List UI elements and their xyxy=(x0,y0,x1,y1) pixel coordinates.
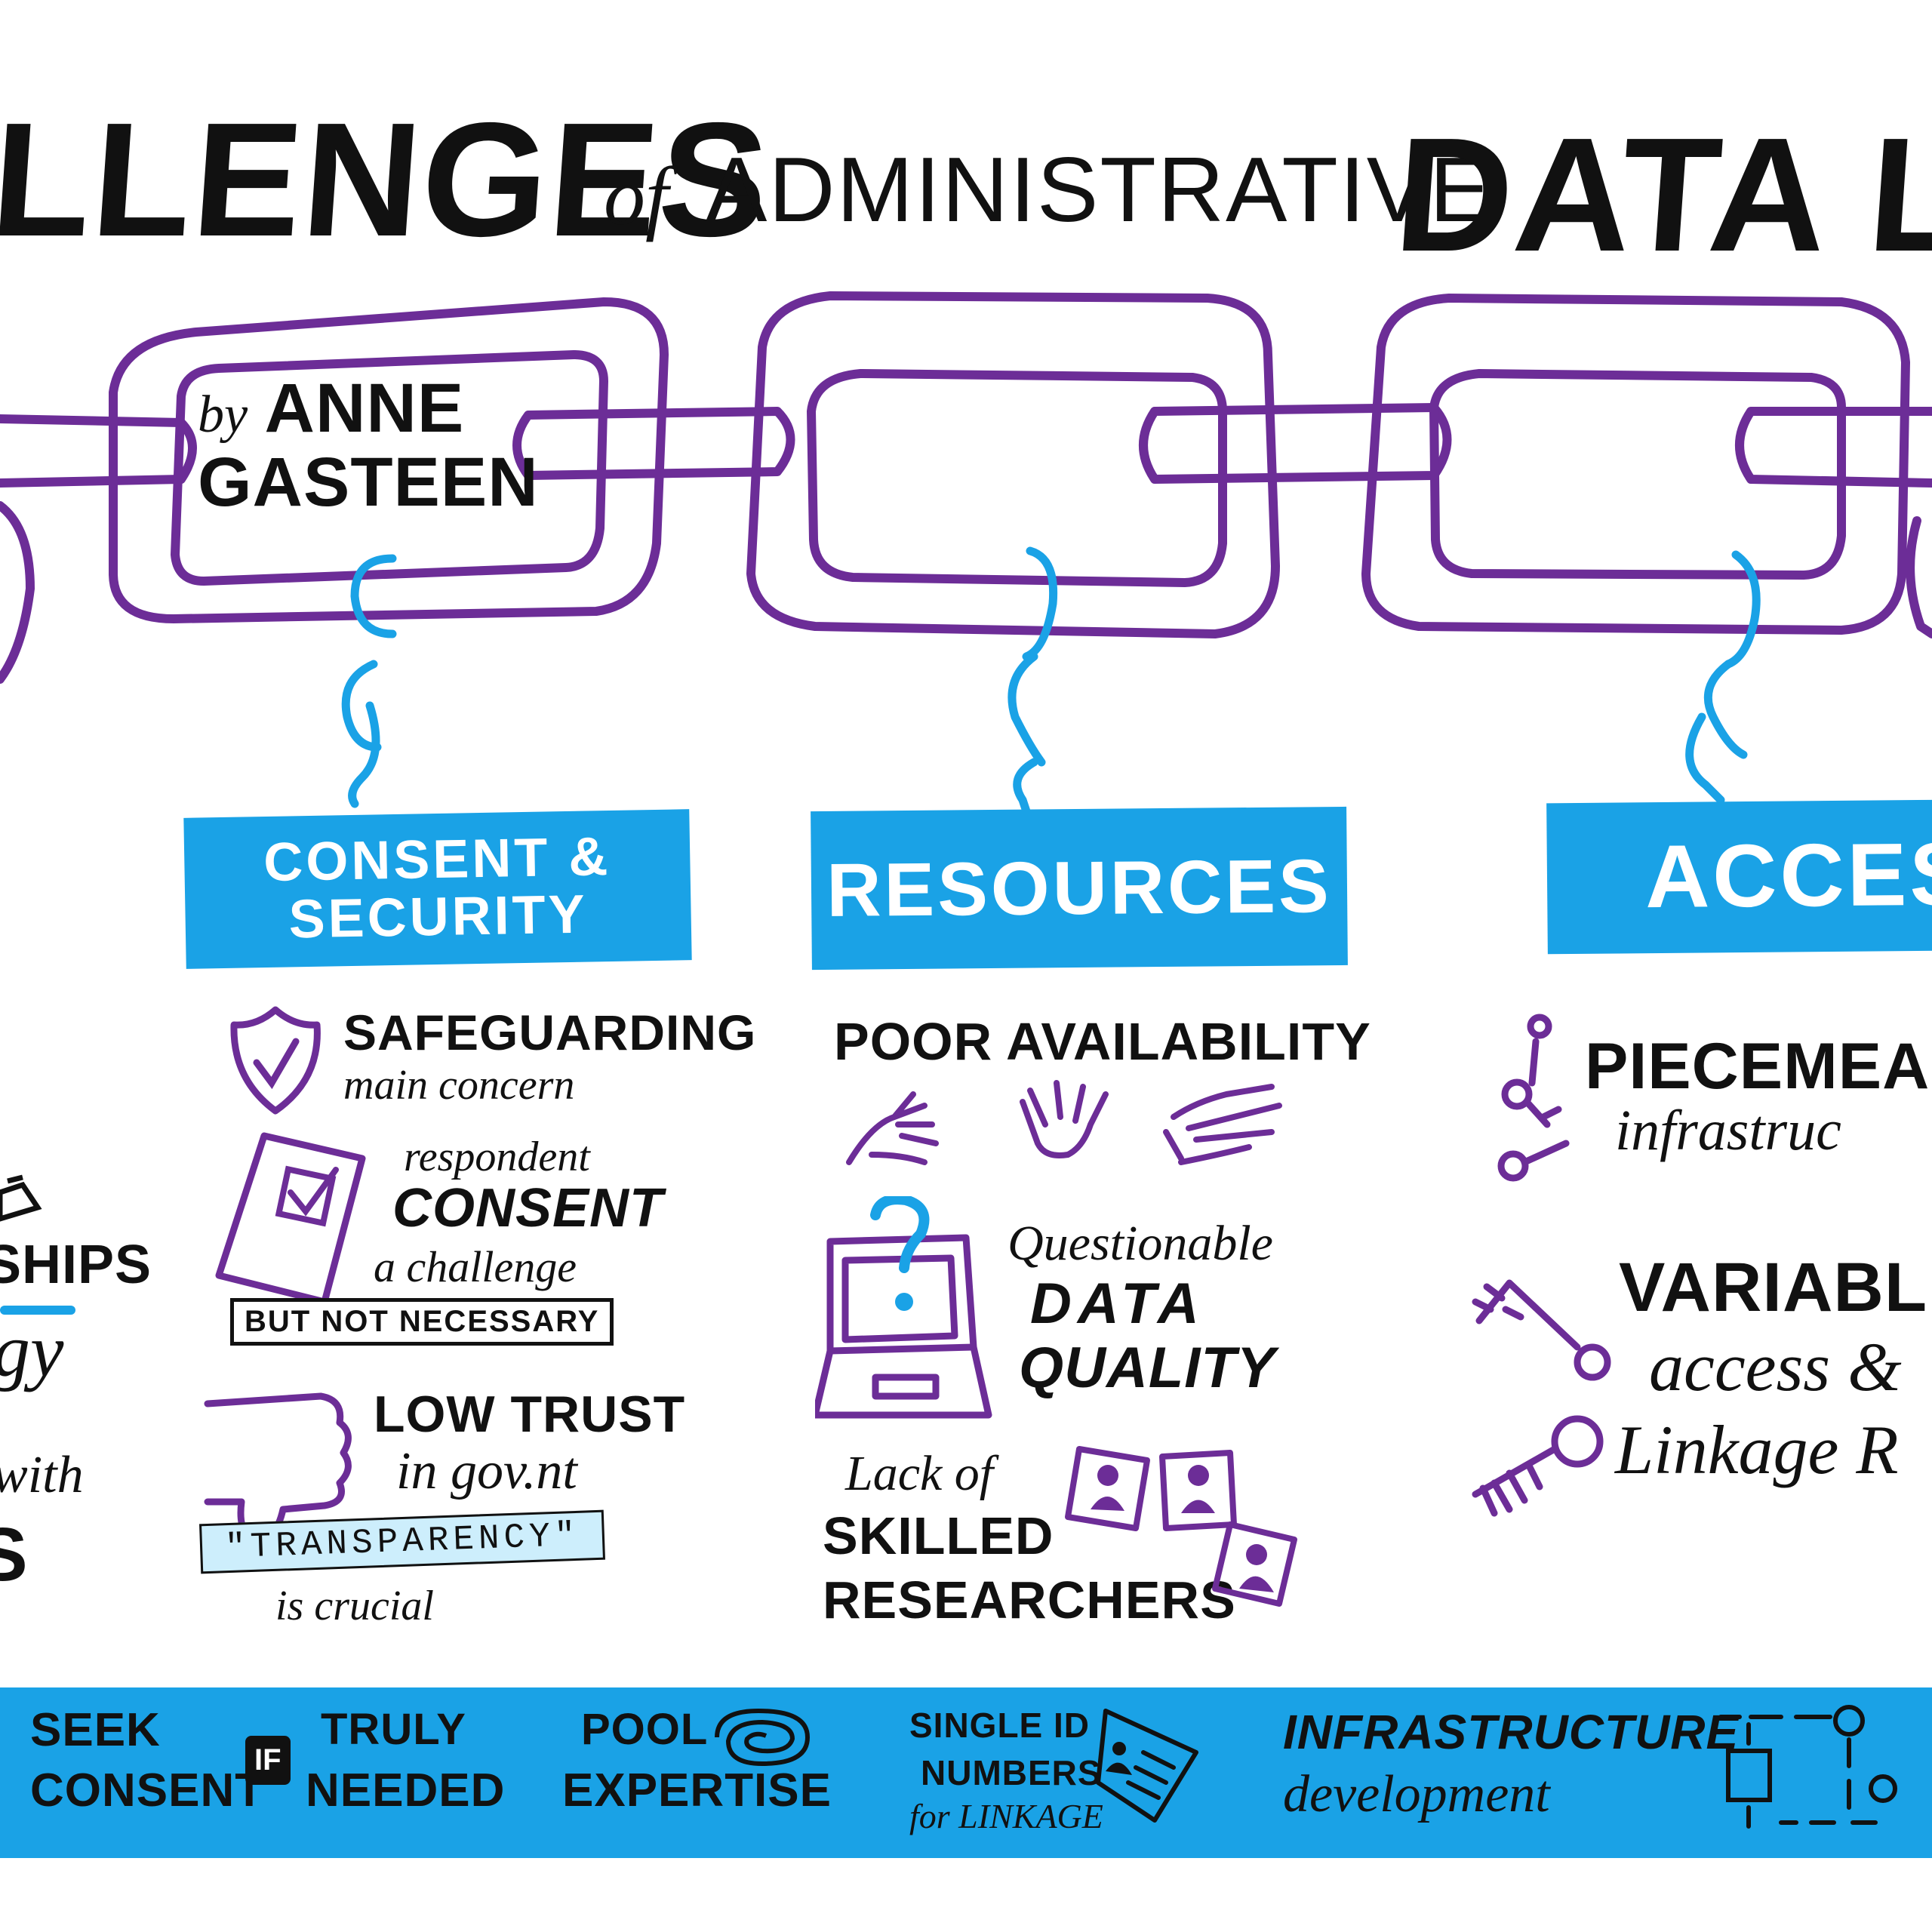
consent-form-icon xyxy=(215,1132,366,1306)
item-quality: QUALITY xyxy=(1019,1336,1276,1400)
author-last-name: GASTEEN xyxy=(198,444,539,521)
item-lack-of: Lack of xyxy=(845,1446,994,1501)
item-linkage-r: Linkage R xyxy=(1615,1411,1899,1488)
left-partial-s: S xyxy=(0,1512,29,1597)
item-low-trust: LOW TRUST xyxy=(374,1386,686,1443)
keys-icon xyxy=(1472,1279,1611,1517)
chain-link-2-outer xyxy=(746,291,1280,638)
poster-title: LLENGES of ADMINISTRATIVE DATA LIN xyxy=(0,88,1932,287)
chain-link-connector-2 xyxy=(1139,403,1452,484)
footer-development: development xyxy=(1283,1765,1550,1823)
left-partial-gy: gy xyxy=(0,1309,64,1392)
item-a-challenge: a challenge xyxy=(374,1242,577,1291)
chain-link-1-outer xyxy=(109,297,669,623)
title-part-administrative: ADMINISTRATIVE xyxy=(706,138,1493,241)
chain-link-2-inner xyxy=(807,369,1227,587)
item-in-govt: in gov.nt xyxy=(396,1442,577,1500)
category-access: ACCES xyxy=(1546,799,1932,955)
hook-3-mid xyxy=(1703,660,1748,759)
item-safeguarding-sub: main concern xyxy=(343,1062,575,1109)
left-partial-ships: SHIPS xyxy=(0,1235,152,1295)
category-resources: RESOURCES xyxy=(811,806,1348,971)
item-piecemeal: PIECEMEA xyxy=(1585,1030,1930,1103)
item-poor-availability: POOR AVAILABILITY xyxy=(834,1012,1371,1071)
empty-hands-icon xyxy=(846,1080,1282,1165)
infrastructure-diagram-icon xyxy=(1718,1705,1897,1829)
footer-seek: SEEK xyxy=(30,1704,161,1756)
item-data: DATA xyxy=(1030,1272,1205,1336)
hook-2-bottom xyxy=(1013,758,1038,816)
chain-link-left xyxy=(0,414,197,488)
hook-2-top xyxy=(1022,546,1058,661)
chain-link-left-lower xyxy=(0,501,35,684)
byline-by: by xyxy=(198,386,248,444)
hook-1-top xyxy=(350,554,397,638)
category-consent-security: CONSENT & SECURITY xyxy=(183,809,692,969)
item-infrastructure: infrastruc xyxy=(1615,1099,1841,1162)
swirl-icon xyxy=(715,1708,811,1767)
item-variable: VARIABL xyxy=(1619,1249,1928,1326)
item-questionable: Questionable xyxy=(1008,1216,1273,1271)
footer-expertise: EXPERTISE xyxy=(562,1764,832,1817)
item-researchers: RESEARCHERS xyxy=(823,1571,1236,1629)
chain-link-1-inner xyxy=(171,350,608,586)
footer-infrastructure: INFRASTRUCTURE xyxy=(1283,1705,1740,1759)
item-safeguarding: SAFEGUARDING xyxy=(343,1004,757,1060)
hook-3-top xyxy=(1724,550,1761,669)
title-part-of: of xyxy=(604,150,669,242)
chain-link-right xyxy=(1906,516,1932,638)
broken-key-icon xyxy=(1497,1014,1570,1182)
id-card-icon xyxy=(1096,1709,1198,1823)
hook-2-mid xyxy=(1008,652,1046,767)
hook-1-mid xyxy=(341,660,382,752)
hook-1-bottom xyxy=(348,701,380,808)
category-resources-label: RESOURCES xyxy=(826,843,1333,933)
footer-single-id: SINGLE ID xyxy=(909,1706,1091,1745)
chain-link-connector-3 xyxy=(1735,407,1932,488)
category-consent-label-2: SECURITY xyxy=(288,884,589,950)
item-access-and: access & xyxy=(1649,1328,1902,1405)
footer-if-badge: IF xyxy=(245,1736,291,1785)
recommendations-banner xyxy=(0,1687,1932,1858)
chain-link-3-inner xyxy=(1429,369,1846,580)
item-respondent: respondent xyxy=(404,1134,590,1180)
chain-link-3-outer xyxy=(1361,294,1910,635)
item-is-crucial: is crucial xyxy=(275,1583,434,1629)
item-but-not-necessary: BUT NOT NECESSARY xyxy=(230,1298,614,1346)
footer-numbers: NUMBERS xyxy=(921,1753,1102,1792)
left-partial-underline xyxy=(0,1306,75,1315)
chain-link-connector-1 xyxy=(512,407,795,480)
item-consent: CONSENT xyxy=(392,1178,664,1238)
category-access-label: ACCES xyxy=(1644,824,1932,928)
footer-needed: NEEDED xyxy=(306,1764,506,1817)
researcher-cards-icon xyxy=(1065,1446,1297,1607)
byline: by ANNE GASTEEN xyxy=(198,374,539,521)
author-first-name: ANNE xyxy=(264,370,465,447)
footer-pool: POOL xyxy=(581,1705,709,1754)
partial-box-icon xyxy=(0,1174,42,1222)
footer-consent: CONSENT xyxy=(30,1764,265,1817)
category-consent-label-1: CONSENT & xyxy=(263,826,612,894)
shield-check-icon xyxy=(230,1006,321,1115)
footer-truly: TRULY xyxy=(321,1705,466,1754)
hook-3-bottom xyxy=(1685,712,1725,804)
laptop-question-icon xyxy=(815,1196,992,1419)
footer-for-linkage: for LINKAGE xyxy=(909,1797,1103,1835)
left-partial-with: with xyxy=(0,1446,84,1504)
item-skilled: SKILLED xyxy=(823,1506,1054,1565)
